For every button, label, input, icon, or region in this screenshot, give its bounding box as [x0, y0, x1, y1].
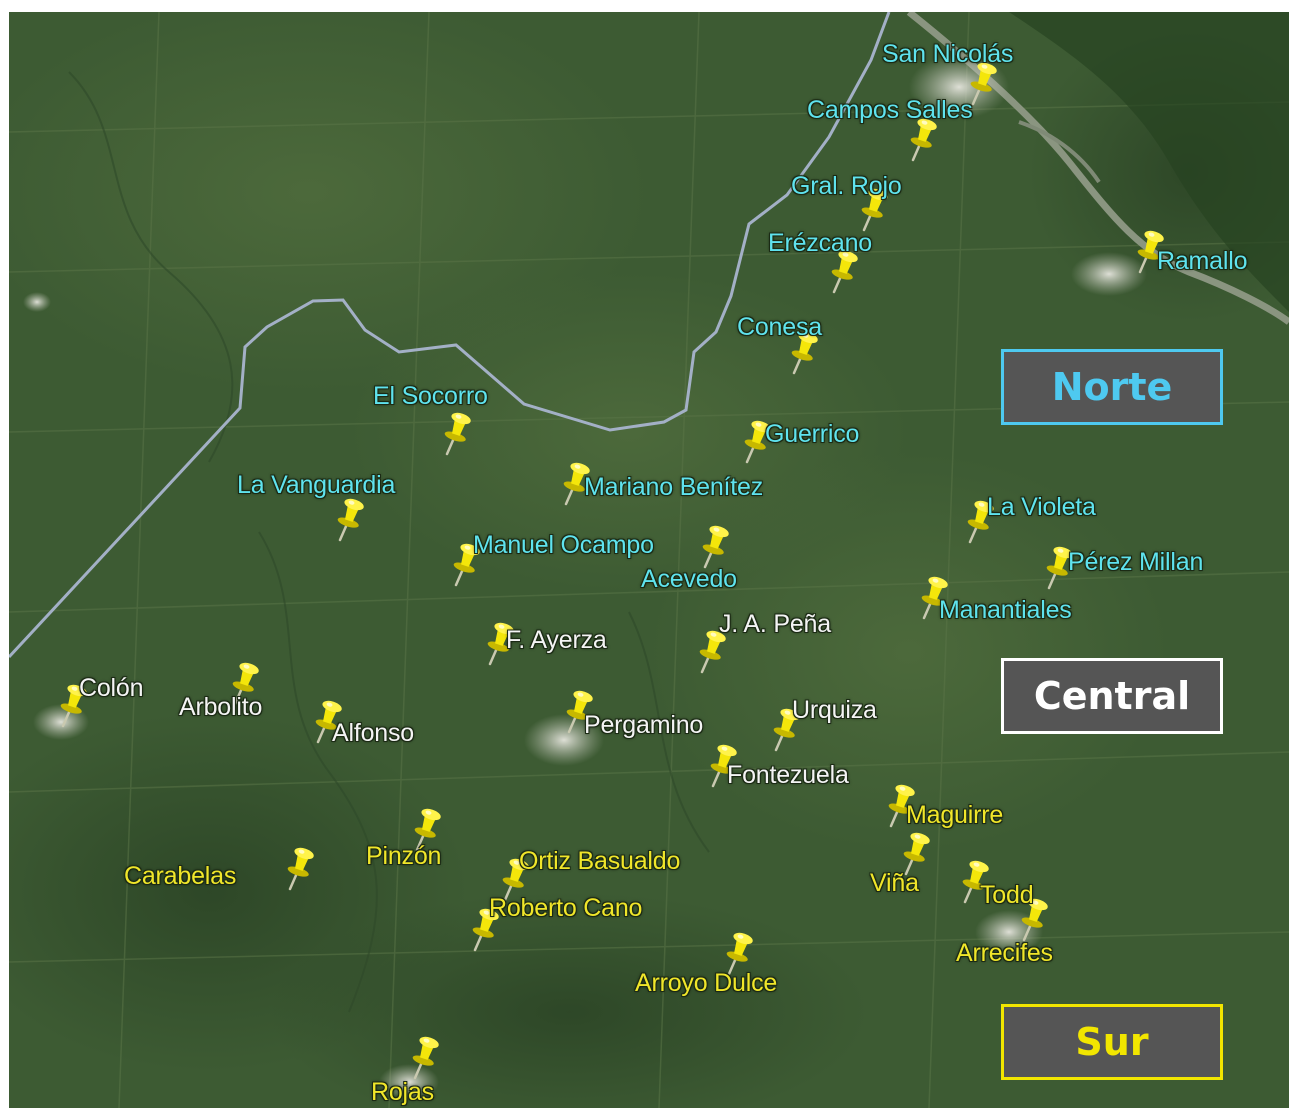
region-label-central: Central: [1033, 674, 1191, 718]
pushpin-icon[interactable]: [1043, 544, 1077, 590]
pushpin-icon[interactable]: [563, 688, 597, 734]
pushpin-icon[interactable]: [560, 460, 594, 506]
locality-label-f-ayerza: F. Ayerza: [506, 626, 607, 654]
pushpin-icon[interactable]: [967, 60, 1001, 106]
pushpin-icon[interactable]: [229, 660, 263, 706]
pushpin-icon[interactable]: [334, 496, 368, 542]
locality-label-manantiales: Manantiales: [939, 596, 1072, 624]
pushpin-icon[interactable]: [770, 706, 804, 752]
locality-label-roberto-cano: Roberto Cano: [489, 894, 643, 922]
pushpin-icon[interactable]: [723, 930, 757, 976]
locality-label-pinzon: Pinzón: [366, 842, 442, 870]
locality-label-alfonso: Alfonso: [332, 719, 414, 747]
locality-label-arroyo-dulce: Arroyo Dulce: [635, 969, 778, 997]
pushpin-icon[interactable]: [959, 858, 993, 904]
locality-label-campos-salles: Campos Salles: [807, 96, 973, 124]
pushpin-icon[interactable]: [699, 523, 733, 569]
region-label-norte: Norte: [1051, 365, 1173, 409]
province-border: [9, 12, 891, 659]
locality-label-perez-millan: Pérez Millan: [1068, 548, 1204, 576]
locality-label-arrecifes: Arrecifes: [956, 939, 1053, 967]
pushpin-icon[interactable]: [900, 830, 934, 876]
locality-label-mariano-benitez: Mariano Benítez: [584, 473, 764, 501]
locality-label-guerrico: Guerrico: [765, 420, 860, 448]
pushpin-icon[interactable]: [858, 186, 892, 232]
pushpin-icon[interactable]: [907, 116, 941, 162]
locality-label-todd: Todd: [980, 881, 1034, 909]
locality-label-san-nicolas: San Nicolás: [882, 40, 1014, 68]
locality-label-manuel-ocampo: Manuel Ocampo: [473, 531, 654, 559]
locality-label-maguirre: Maguirre: [906, 801, 1004, 829]
pushpin-icon[interactable]: [741, 418, 775, 464]
locality-label-ja-pena: J. A. Peña: [719, 610, 831, 638]
locality-label-fontezuela: Fontezuela: [727, 761, 849, 789]
pushpin-icon[interactable]: [484, 620, 518, 666]
pushpin-icon[interactable]: [409, 1034, 443, 1080]
pushpin-icon[interactable]: [885, 782, 919, 828]
locality-label-la-vanguardia: La Vanguardia: [237, 471, 396, 499]
locality-label-conesa: Conesa: [737, 313, 822, 341]
locality-label-gral-rojo: Gral. Rojo: [791, 172, 902, 200]
region-box-norte: Norte: [1001, 349, 1223, 425]
locality-label-pergamino: Pergamino: [584, 711, 704, 739]
pushpin-icon[interactable]: [499, 856, 533, 902]
locality-label-vina: Viña: [870, 869, 919, 897]
locality-label-carabelas: Carabelas: [124, 862, 237, 890]
region-label-sur: Sur: [1075, 1020, 1149, 1064]
pushpin-icon[interactable]: [312, 698, 346, 744]
locality-label-arbolito: Arbolito: [179, 693, 263, 721]
locality-label-ramallo: Ramallo: [1157, 247, 1248, 275]
pushpin-icon[interactable]: [1134, 228, 1168, 274]
pushpin-icon[interactable]: [1018, 896, 1052, 942]
locality-label-el-socorro: El Socorro: [373, 382, 488, 410]
pushpin-icon[interactable]: [918, 574, 952, 620]
locality-label-urquiza: Urquiza: [792, 696, 877, 724]
locality-label-rojas: Rojas: [371, 1078, 434, 1106]
region-box-central: Central: [1001, 658, 1223, 734]
pushpin-icon[interactable]: [964, 498, 998, 544]
locality-label-erezcano: Erézcano: [768, 229, 873, 257]
region-box-sur: Sur: [1001, 1004, 1223, 1080]
pushpin-icon[interactable]: [284, 845, 318, 891]
map-background: [9, 12, 1289, 1108]
pushpin-icon[interactable]: [469, 906, 503, 952]
locality-label-la-violeta: La Violeta: [987, 493, 1096, 521]
pushpin-icon[interactable]: [828, 248, 862, 294]
pushpin-icon[interactable]: [707, 742, 741, 788]
pushpin-icon[interactable]: [788, 329, 822, 375]
pushpin-icon[interactable]: [411, 806, 445, 852]
pushpin-icon[interactable]: [441, 410, 475, 456]
pushpin-icon[interactable]: [450, 541, 484, 587]
pushpin-icon[interactable]: [696, 628, 730, 674]
locality-label-ortiz-basualdo: Ortiz Basualdo: [519, 847, 681, 875]
locality-label-acevedo: Acevedo: [641, 565, 737, 593]
pushpin-icon[interactable]: [57, 682, 91, 728]
locality-label-colon: Colón: [79, 674, 144, 702]
